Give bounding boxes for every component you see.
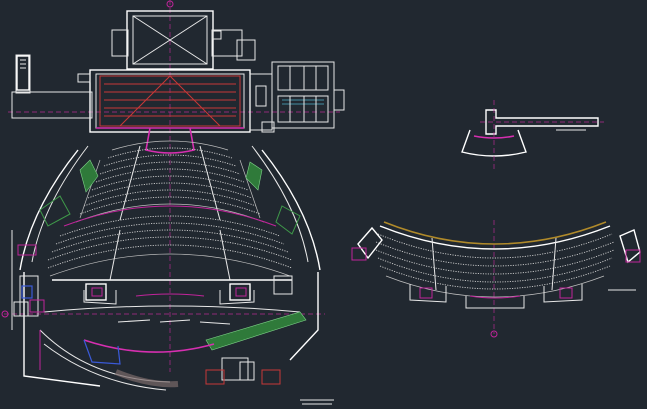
balcony-plan bbox=[351, 220, 641, 334]
right-stair-outline bbox=[275, 205, 301, 235]
left-stairs bbox=[13, 244, 45, 317]
stage bbox=[89, 69, 251, 154]
seating-lower bbox=[75, 140, 265, 223]
foyer bbox=[19, 275, 301, 325]
drawing-title-block bbox=[300, 399, 334, 405]
left-side-ramp bbox=[79, 159, 99, 193]
seating-upper bbox=[47, 215, 293, 281]
stage-house bbox=[111, 10, 256, 70]
main-plan bbox=[4, 0, 345, 391]
cross-aisle-line bbox=[63, 205, 277, 227]
auditorium-shell bbox=[11, 145, 321, 387]
right-side-ramp bbox=[245, 161, 263, 191]
left-wing bbox=[11, 54, 93, 119]
right-services bbox=[249, 61, 345, 133]
entrance-canopy bbox=[39, 311, 307, 391]
key-plan bbox=[461, 100, 604, 170]
section-mark-icon bbox=[1, 0, 498, 338]
left-stair-outline bbox=[39, 195, 71, 227]
